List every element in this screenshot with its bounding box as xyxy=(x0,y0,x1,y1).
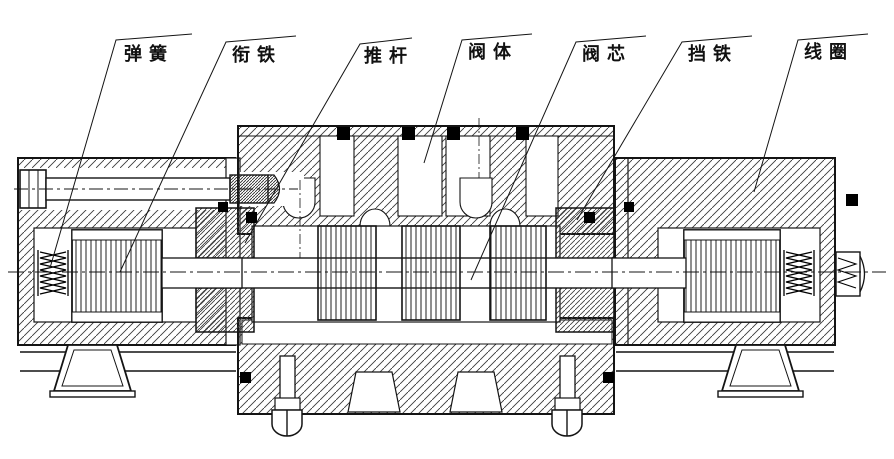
label-spool: 阀芯 xyxy=(582,43,632,65)
label-valve-body: 阀体 xyxy=(468,41,518,63)
seal-sleeve-right-outer xyxy=(624,202,634,212)
seal-top-2 xyxy=(402,127,415,140)
spool-land-1 xyxy=(317,225,377,321)
left-push-pin xyxy=(161,257,243,289)
right-foot xyxy=(717,344,804,398)
seal-top-4 xyxy=(516,127,529,140)
part-labels: 弹簧 衔铁 推杆 阀体 阀芯 挡铁 线圈 xyxy=(124,41,854,67)
leader-valve-body xyxy=(423,33,533,164)
seal-sleeve-left-outer xyxy=(218,202,228,212)
left-foot xyxy=(49,344,136,398)
spool xyxy=(195,225,617,321)
spool-land-3 xyxy=(489,225,547,321)
bottom-screw-left xyxy=(271,355,303,437)
left-return-spring xyxy=(37,250,69,296)
seal-bottom-right xyxy=(603,372,614,383)
right-end-plug xyxy=(835,194,866,297)
seal-top-1 xyxy=(337,127,350,140)
label-stop-iron: 挡铁 xyxy=(688,43,738,65)
leader-stop-iron xyxy=(576,35,753,221)
leader-spool xyxy=(470,35,647,281)
seal-sleeve-left xyxy=(246,212,257,223)
seal-top-3 xyxy=(447,127,460,140)
right-solenoid-internals xyxy=(611,194,866,323)
leader-lines xyxy=(49,33,869,281)
seal-right-end xyxy=(846,194,858,206)
left-solenoid-internals xyxy=(37,229,243,323)
leader-spring xyxy=(49,33,193,269)
leader-armature xyxy=(119,35,297,273)
mounting-bolt xyxy=(14,169,304,209)
label-coil: 线圈 xyxy=(804,41,854,63)
label-armature: 衔铁 xyxy=(232,44,282,66)
right-coil-block xyxy=(683,229,781,323)
leader-coil xyxy=(753,33,869,193)
spool-land-2 xyxy=(401,225,461,321)
tie-rails xyxy=(20,351,834,372)
right-push-pin xyxy=(611,257,687,289)
label-spring: 弹簧 xyxy=(124,43,174,65)
leader-push-rod xyxy=(244,37,413,244)
bottom-screw-right xyxy=(551,355,583,437)
seal-sleeve-right xyxy=(584,212,595,223)
right-return-spring xyxy=(783,250,815,296)
label-push-rod: 推杆 xyxy=(364,45,414,67)
seal-bottom-left xyxy=(240,372,251,383)
left-coil-block xyxy=(71,229,163,323)
